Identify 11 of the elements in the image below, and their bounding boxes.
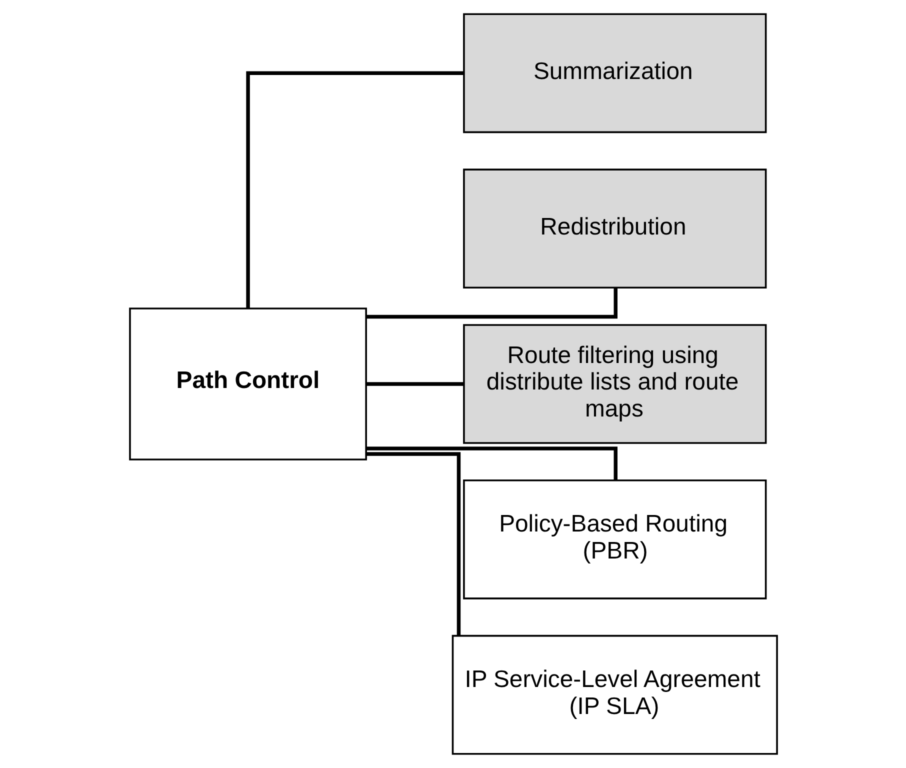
connector: [246, 71, 464, 308]
connector: [366, 452, 460, 636]
connector: [366, 288, 617, 319]
node-box: IP Service-Level Agreement (IP SLA): [451, 634, 778, 755]
node-box: Policy-Based Routing (PBR): [462, 479, 766, 600]
node-box: Redistribution: [462, 168, 766, 289]
connector: [366, 382, 463, 386]
node-box: Summarization: [462, 13, 766, 134]
node-box: Route filtering using distribute lists and route maps: [462, 324, 766, 444]
connector: [366, 446, 617, 480]
node-box: Path Control: [128, 308, 366, 460]
